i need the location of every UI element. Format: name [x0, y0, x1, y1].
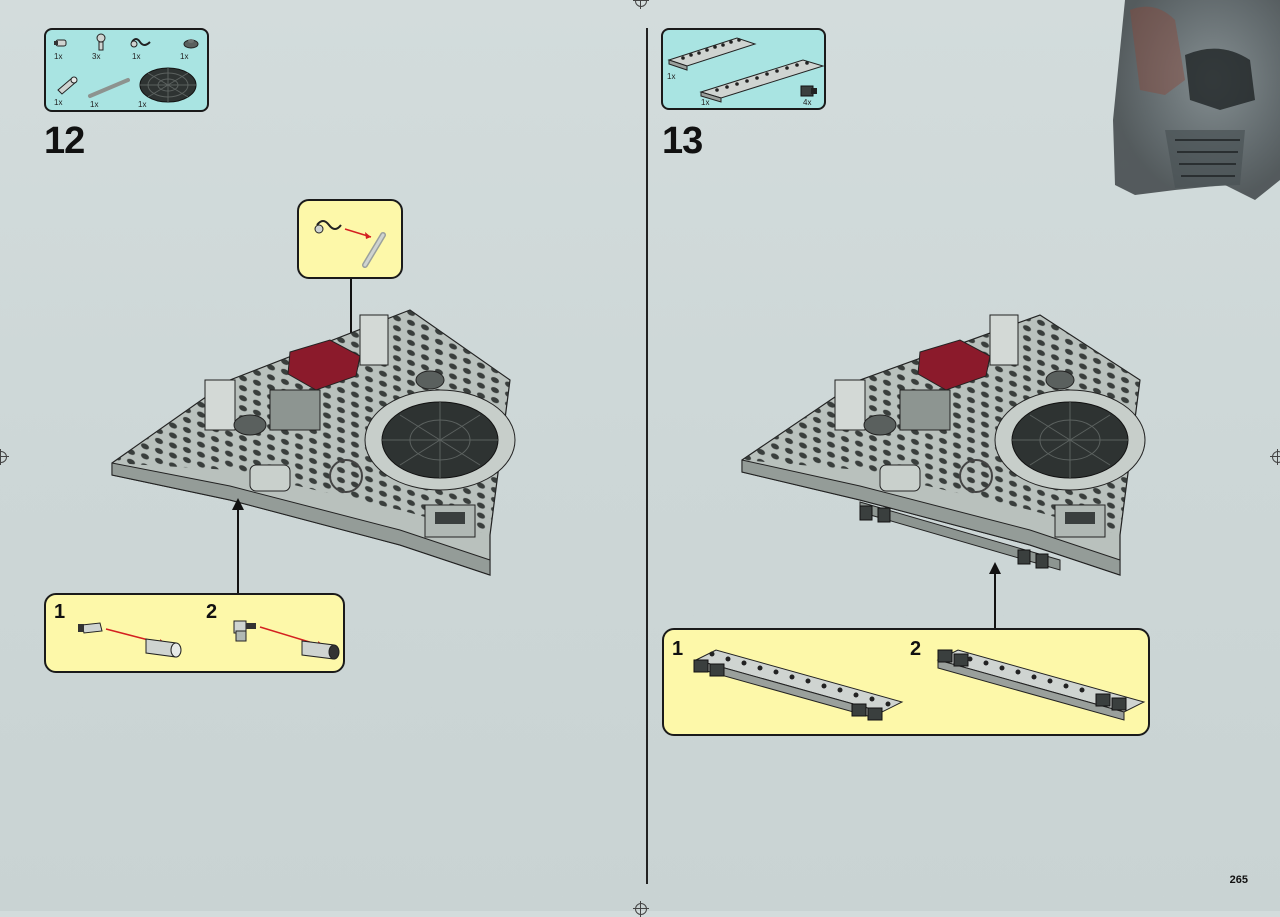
arrow-up-icon: [232, 498, 244, 510]
part-qty: 1x: [667, 72, 676, 81]
round-tile-icon: [183, 39, 199, 49]
connector-piece-icon: [54, 39, 67, 47]
part-qty: 1x: [90, 100, 99, 109]
registration-mark: [633, 0, 649, 9]
sub-step-number: 1: [54, 601, 66, 623]
part-qty: 3x: [92, 52, 101, 61]
arrow-up-icon: [989, 562, 1001, 574]
plate-with-clips-sub-1: [693, 649, 904, 721]
model-assembly-step-13: [741, 314, 1146, 576]
pin-into-cylinder-icon: [233, 620, 340, 660]
plate-2x8-icon: [667, 37, 757, 71]
plate-2x10-icon: [699, 59, 825, 103]
callout-leader-line: [237, 508, 239, 594]
sub-assembly-callout-step-13: 1 2: [662, 628, 1150, 736]
clip-to-bar-icon: [314, 220, 386, 268]
registration-mark: [633, 901, 649, 917]
part-qty: 1x: [701, 98, 710, 107]
callout-leader-line: [994, 572, 996, 630]
sub-step-number: 1: [672, 638, 684, 660]
connector-into-cylinder-icon: [78, 622, 182, 658]
sub-step-number: 2: [206, 601, 218, 623]
callout-leader-line: [350, 279, 352, 339]
part-qty: 1x: [180, 52, 189, 61]
dish-grille-icon: [139, 67, 197, 103]
step-number: 12: [44, 120, 85, 162]
registration-mark: [0, 449, 9, 465]
clip-piece-icon: [130, 38, 151, 48]
part-qty: 1x: [138, 100, 147, 109]
pin-piece-icon: [96, 33, 106, 51]
helmet-artwork: [1113, 0, 1280, 200]
step-number: 13: [662, 120, 703, 162]
plate-with-clips-sub-2: [936, 649, 1146, 721]
model-assembly-step-12: [111, 309, 516, 576]
sub-assembly-callout-step-12: 1 2: [44, 593, 345, 673]
page-divider: [646, 28, 648, 884]
sub-step-number: 2: [910, 638, 922, 660]
parts-list-box-step-13: 1x 1x 4x: [661, 28, 826, 110]
part-qty: 1x: [54, 98, 63, 107]
registration-mark: [1270, 449, 1280, 465]
parts-list-box-step-12: 1x 3x 1x 1x 1x 1x 1x: [44, 28, 209, 112]
part-qty: 1x: [54, 52, 63, 61]
bar-piece-icon: [88, 78, 130, 98]
sub-callout-clip-bar: [297, 199, 403, 279]
cylinder-piece-icon: [57, 76, 78, 95]
part-qty: 1x: [132, 52, 141, 61]
clip-plate-icon: [800, 85, 817, 97]
part-qty: 4x: [803, 98, 812, 107]
page-number: 265: [1229, 874, 1248, 886]
